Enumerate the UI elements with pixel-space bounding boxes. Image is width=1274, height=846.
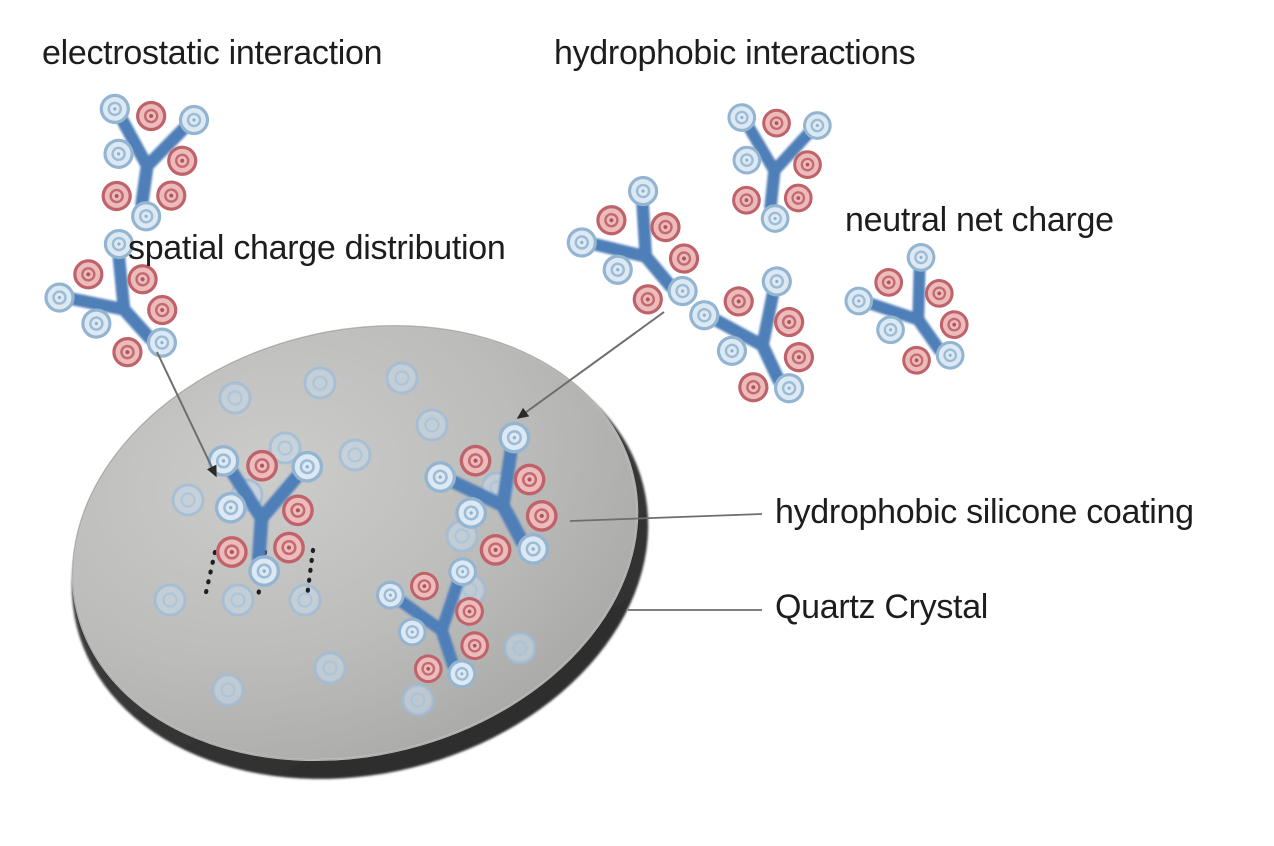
disc-surface-edge [72, 325, 638, 761]
surface-site [211, 673, 245, 707]
surface-site [218, 381, 252, 415]
electrostatic-bond [304, 547, 316, 600]
leader-arrow-electrostatic [156, 351, 217, 478]
free-antibody-far-right [841, 240, 995, 399]
label-electrostatic-interaction: electrostatic interaction [42, 34, 383, 72]
surface-site [401, 683, 435, 717]
electrostatic-bond [202, 549, 218, 600]
free-antibody-mid-right [686, 263, 837, 425]
surface-site [385, 361, 419, 395]
label-spatial-charge-distribution: spatial charge distribution [128, 229, 506, 267]
surface-site [171, 483, 205, 517]
label-neutral-net-charge: neutral net charge [845, 201, 1114, 239]
surface-site [503, 631, 537, 665]
surface-site [338, 438, 372, 472]
free-antibody-top-right [718, 103, 832, 236]
leader-arrow-hydrophobic [516, 311, 665, 419]
free-antibody-top-left [85, 94, 209, 237]
leader-line-silicone [569, 513, 763, 522]
label-quartz-crystal: Quartz Crystal [775, 588, 989, 626]
surface-site [313, 651, 347, 685]
label-hydrophobic-silicone-coating: hydrophobic silicone coating [775, 493, 1194, 531]
leader-lines [156, 311, 763, 611]
surface-site [303, 366, 337, 400]
surface-site [221, 583, 255, 617]
surface-site [153, 583, 187, 617]
label-hydrophobic-interactions: hydrophobic interactions [554, 34, 916, 72]
surface-site [415, 408, 449, 442]
surface-site [288, 583, 322, 617]
